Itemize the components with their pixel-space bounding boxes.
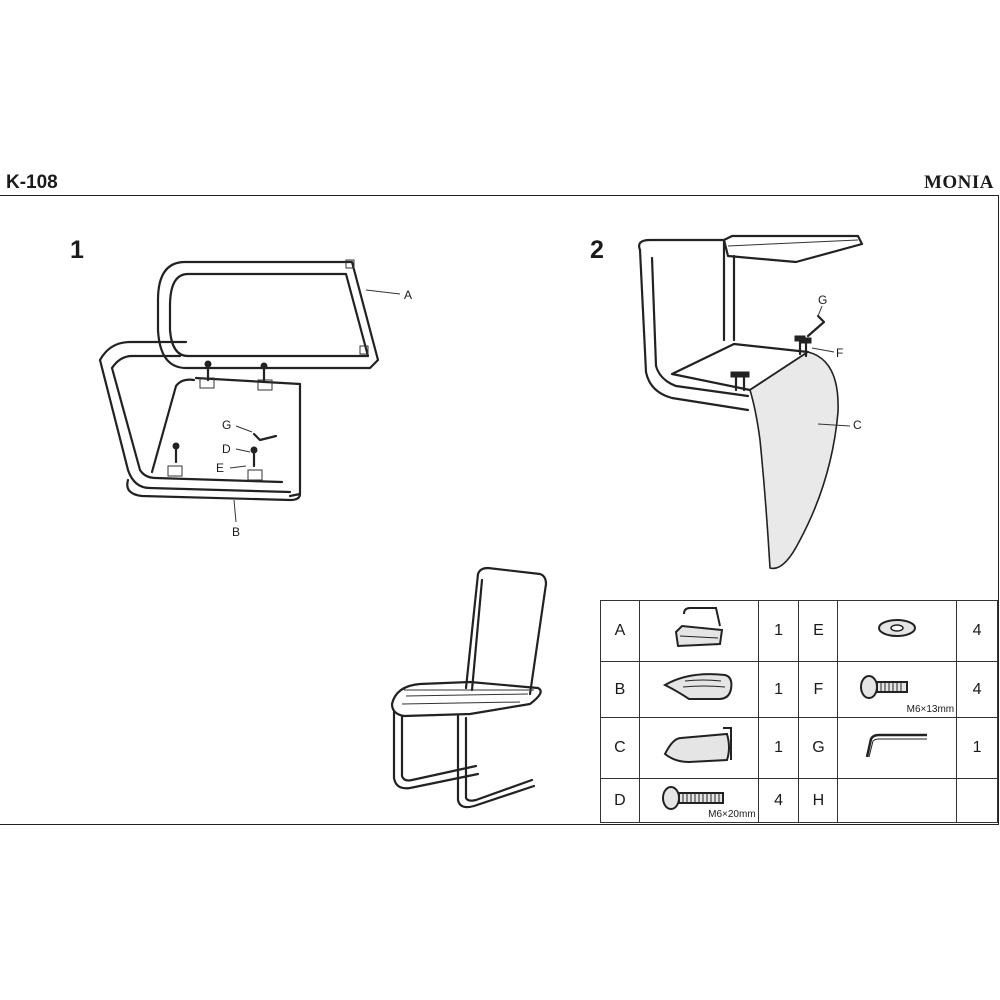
step-1-label-e: E	[216, 461, 225, 475]
step-1-number: 1	[70, 236, 84, 264]
seat-part-icon	[662, 673, 733, 701]
parts-table-row: D M6×20mm 4 H	[600, 778, 998, 823]
frame-part-icon	[674, 607, 723, 648]
part-qty: 4	[956, 660, 998, 719]
part-qty: 4	[956, 600, 998, 662]
step-1-label-d: D	[222, 442, 231, 456]
product-name: MONIA	[923, 172, 994, 193]
part-letter: A	[600, 600, 640, 662]
part-letter: G	[798, 717, 839, 780]
empty-part-cell	[837, 778, 958, 823]
step-1-label-g: G	[222, 418, 232, 432]
part-letter: E	[798, 600, 839, 662]
bolt-size-label: M6×13mm	[906, 704, 955, 716]
seat-part-icon	[638, 660, 759, 719]
bolt-icon: M6×13mm	[837, 660, 958, 719]
step-2-label-c: C	[853, 418, 862, 432]
washer-icon	[878, 619, 917, 638]
product-code: K-108	[6, 172, 58, 193]
part-letter: D	[600, 778, 640, 823]
part-qty: 4	[757, 778, 800, 823]
step-1-label-b: B	[232, 525, 241, 539]
bolt-icon: M6×20mm	[638, 778, 759, 823]
step-1-label-a: A	[404, 288, 413, 302]
part-letter: H	[798, 778, 839, 823]
part-qty: 1	[757, 717, 800, 780]
backrest-part-icon	[663, 726, 732, 763]
step-2-label-g: G	[818, 293, 828, 307]
part-qty	[956, 778, 998, 823]
step-2-number: 2	[590, 236, 604, 264]
part-letter: C	[600, 717, 640, 780]
finished-chair-drawing	[390, 566, 548, 809]
step-2-backrest-drawing	[638, 234, 864, 570]
part-letter: F	[798, 660, 839, 719]
part-qty: 1	[757, 600, 800, 662]
backrest-part-icon	[638, 717, 759, 780]
bolt-size-label: M6×20mm	[708, 809, 756, 820]
washer-icon	[837, 600, 958, 662]
allen-key-icon	[837, 717, 958, 780]
parts-table: A 1 E 4 B 1 F	[600, 600, 998, 823]
part-letter: B	[600, 660, 640, 719]
step-1-frame-drawing	[98, 259, 401, 523]
parts-table-row: A 1 E 4	[600, 600, 998, 662]
frame-part-icon	[638, 600, 759, 662]
step-2-label-f: F	[836, 346, 844, 360]
part-qty: 1	[956, 717, 998, 780]
bolt-icon	[661, 786, 724, 811]
bolt-icon	[860, 675, 909, 700]
allen-key-icon	[866, 733, 928, 757]
part-qty: 1	[757, 660, 800, 719]
parts-table-row: C 1 G 1	[600, 717, 998, 780]
instruction-sheet	[0, 195, 999, 825]
parts-table-row: B 1 F M6×13mm 4	[600, 660, 998, 719]
